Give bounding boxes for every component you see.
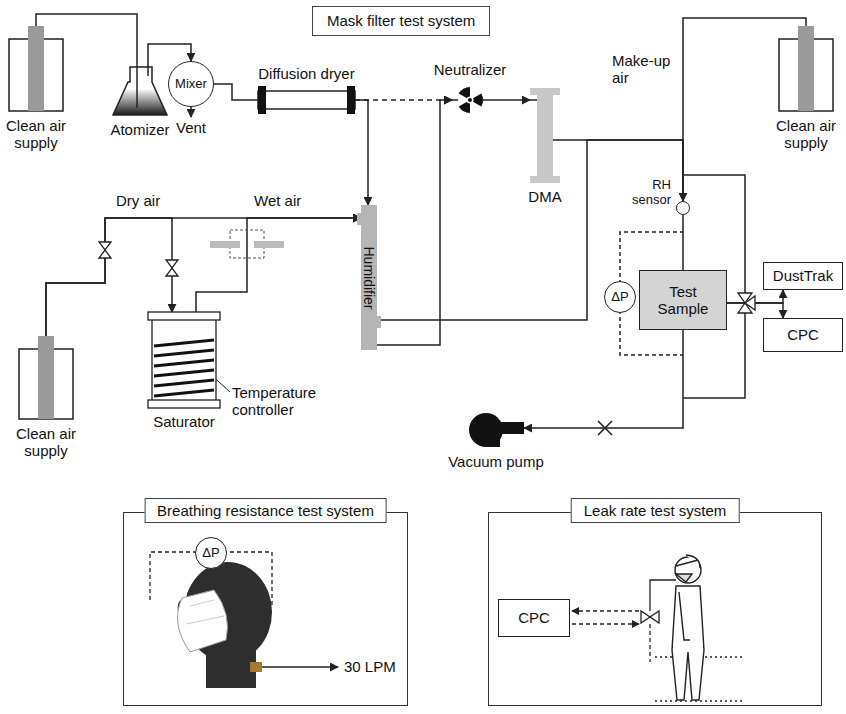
test-sample-box: Test Sample xyxy=(639,270,727,330)
instrument-box: CPC xyxy=(763,318,843,352)
node-text: DMA xyxy=(528,188,561,205)
annotation-label: Vent xyxy=(176,119,206,136)
flow-connector xyxy=(682,215,684,270)
dma-column: DMA xyxy=(530,88,560,183)
flow-connector xyxy=(196,218,361,312)
sample-line xyxy=(572,623,639,624)
annotation-label: 30 LPM xyxy=(344,658,396,675)
node-text: Diffusion dryer xyxy=(258,65,354,82)
gas-cylinder: Clean air supply xyxy=(778,38,834,112)
valve xyxy=(641,611,650,623)
valve xyxy=(99,250,111,258)
gas-cylinder-shape xyxy=(778,38,834,112)
node-text: Atomizer xyxy=(110,121,169,138)
mixer-circle: Mixer xyxy=(168,61,214,107)
gas-cylinder: Clean air supply xyxy=(8,38,64,112)
flow-arrow xyxy=(262,666,338,668)
valve xyxy=(99,242,111,250)
neutralizer-symbol-shape xyxy=(452,86,488,114)
dryer-tube: Diffusion dryer xyxy=(258,90,355,110)
valve xyxy=(166,260,178,268)
panel: Leak rate test systemCPC xyxy=(488,512,822,706)
flow-connector xyxy=(377,100,452,345)
node-text: CPC xyxy=(516,609,552,626)
gas-cylinder-shape xyxy=(8,38,64,112)
node-text: Test Sample xyxy=(640,283,726,318)
dma-column-shape xyxy=(530,88,560,183)
node-text: Clean air supply xyxy=(766,117,846,152)
gas-cylinder-shape xyxy=(18,348,74,420)
node-text: Mixer xyxy=(173,77,209,92)
person-figure xyxy=(672,555,704,700)
valve xyxy=(650,611,659,623)
sensor-circle: RH sensor xyxy=(676,201,690,215)
pressure-gauge: ΔP xyxy=(604,281,636,313)
node-text: Leak rate test system xyxy=(571,498,740,523)
node-text: Humidifier xyxy=(361,246,377,309)
title-box: Mask filter test system xyxy=(312,6,490,36)
flow-connector xyxy=(488,99,530,101)
node-text: ΔP xyxy=(609,290,630,305)
valve-plate xyxy=(254,241,284,248)
annotation-label: Wet air xyxy=(254,192,301,209)
node-text: CPC xyxy=(785,326,821,343)
saturator-vessel: Saturator xyxy=(148,312,220,408)
instrument-box: DustTrak xyxy=(763,262,843,290)
gas-cylinder: Clean air supply xyxy=(18,348,74,420)
instrument-box: CPC xyxy=(498,599,570,637)
flow-connector xyxy=(377,140,683,320)
saturator-vessel-shape xyxy=(148,312,220,408)
valve xyxy=(166,268,178,276)
three-way-valve xyxy=(745,296,755,310)
head-illustration xyxy=(178,562,273,688)
guide-line xyxy=(655,700,745,701)
valve-plate xyxy=(210,241,240,248)
sample-line xyxy=(572,610,639,611)
node-text: Saturator xyxy=(153,413,215,430)
sample-tube xyxy=(650,580,676,611)
dryer-tube-shape xyxy=(258,90,355,110)
node-text: Clean air supply xyxy=(0,117,76,152)
node-text: DustTrak xyxy=(771,267,835,284)
pressure-gauge: ΔP xyxy=(195,537,227,569)
flow-restrictor xyxy=(598,421,612,435)
node-text: Clean air supply xyxy=(6,425,86,460)
annotation-label: Make-up air xyxy=(612,52,676,87)
annotation-label: Temperature controller xyxy=(232,384,332,419)
vacuum-pump-shape xyxy=(468,412,524,448)
flow-connector xyxy=(214,84,258,100)
sample-tube xyxy=(649,624,650,662)
humidifier-bar: Humidifier xyxy=(361,205,377,350)
atomizer-flask: Atomizer xyxy=(112,66,168,116)
node-text: RH sensor xyxy=(619,178,671,208)
node-text: Breathing resistance test system xyxy=(144,498,387,523)
vacuum-pump: Vacuum pump xyxy=(468,412,524,448)
atomizer-flask-shape xyxy=(112,66,168,116)
neutralizer-symbol: Neutralizer xyxy=(452,86,488,114)
flow-connector xyxy=(524,330,683,428)
panel: Breathing resistance test systemΔP xyxy=(123,512,408,706)
node-text: Vacuum pump xyxy=(448,453,544,470)
node-text: ΔP xyxy=(200,546,221,561)
node-text: Neutralizer xyxy=(434,61,507,78)
annotation-label: Dry air xyxy=(116,192,160,209)
flow-connector xyxy=(355,100,368,205)
flow-connector xyxy=(355,99,452,101)
